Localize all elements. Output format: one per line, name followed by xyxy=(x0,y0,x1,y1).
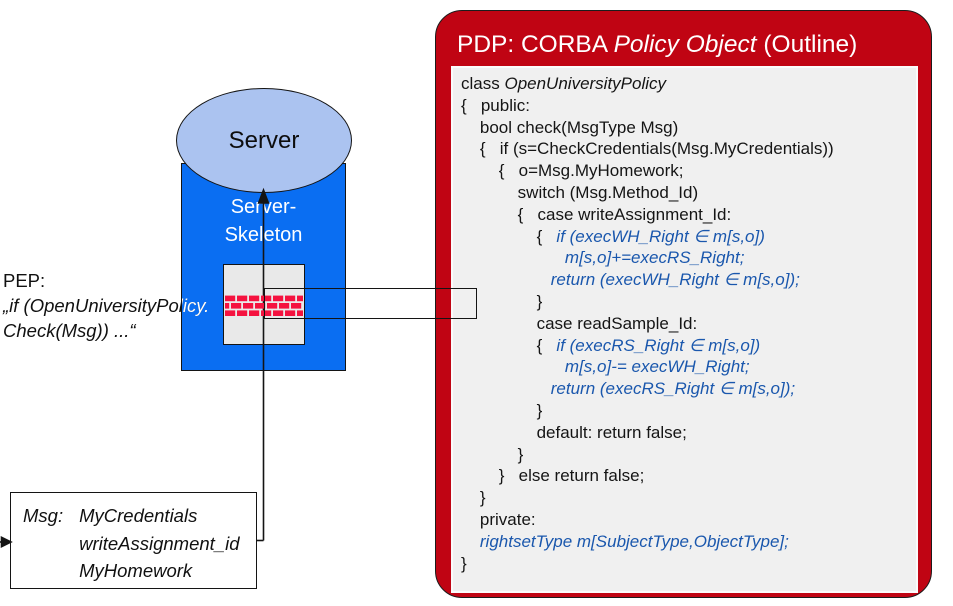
pdp-panel: PDP: CORBA Policy Object (Outline) class… xyxy=(435,10,932,598)
code-segment-policy-logic: return (execRS_Right ∈ m[s,o]); xyxy=(461,379,796,399)
code-segment-policy-logic: if (execWH_Right ∈ m[s,o]) xyxy=(556,226,765,246)
code-segment-policy-logic: if (execRS_Right ∈ m[s,o]) xyxy=(556,335,761,355)
code-line: class OpenUniversityPolicy xyxy=(461,73,916,95)
code-segment: OpenUniversityPolicy xyxy=(504,74,667,93)
code-segment: { public: xyxy=(461,95,530,115)
code-line: } xyxy=(461,553,916,575)
code-line: case readSample_Id: xyxy=(461,313,916,335)
code-segment: } xyxy=(461,553,467,573)
code-segment: { case writeAssignment_Id: xyxy=(461,204,732,224)
code-segment: private: xyxy=(461,509,536,529)
msg-box: Msg: MyCredentials writeAssignment_id My… xyxy=(10,492,257,589)
code-line: default: return false; xyxy=(461,422,916,444)
code-line: { case writeAssignment_Id: xyxy=(461,204,916,226)
msg-box-items: MyCredentials writeAssignment_id MyHomew… xyxy=(79,502,239,585)
code-line: return (execWH_Right ∈ m[s,o]); xyxy=(461,269,916,291)
pdp-title-italic: Policy Object xyxy=(613,31,757,58)
msg-item-homework: MyHomework xyxy=(79,560,193,581)
code-segment: } xyxy=(461,291,543,311)
code-segment: switch (Msg.Method_Id) xyxy=(461,182,699,202)
code-line: } xyxy=(461,291,916,313)
pep-title: PEP: xyxy=(3,270,46,291)
code-line: { if (execWH_Right ∈ m[s,o]) xyxy=(461,226,916,248)
code-segment-policy-logic: rightsetType m[SubjectType,ObjectType]; xyxy=(461,531,789,551)
code-line: bool check(MsgType Msg) xyxy=(461,117,916,139)
code-segment: case readSample_Id: xyxy=(461,313,698,333)
code-segment: default: return false; xyxy=(461,422,687,442)
code-line: m[s,o]+=execRS_Right; xyxy=(461,247,916,269)
code-line: rightsetType m[SubjectType,ObjectType]; xyxy=(461,531,916,553)
code-line: { if (s=CheckCredentials(Msg.MyCredentia… xyxy=(461,138,916,160)
code-line: m[s,o]-= execWH_Right; xyxy=(461,356,916,378)
skeleton-label-line-1: Server- xyxy=(230,196,297,218)
code-line: private: xyxy=(461,509,916,531)
code-segment: } else return false; xyxy=(461,466,645,486)
code-segment-policy-logic: m[s,o]+=execRS_Right; xyxy=(461,248,745,268)
code-line: } xyxy=(461,487,916,509)
code-segment: } xyxy=(461,400,543,420)
pep-annotation: PEP: „if (OpenUniversityPolicy. Check(Ms… xyxy=(3,268,209,343)
pdp-title-prefix: PDP: CORBA xyxy=(457,31,614,58)
code-segment: } xyxy=(461,444,524,464)
code-line: return (execRS_Right ∈ m[s,o]); xyxy=(461,378,916,400)
code-line: } xyxy=(461,400,916,422)
code-segment: bool check(MsgType Msg) xyxy=(461,117,679,137)
pdp-title: PDP: CORBA Policy Object (Outline) xyxy=(457,31,857,59)
server-ellipse: Server xyxy=(176,88,352,193)
pep-line-2: Check(Msg)) ...“ xyxy=(3,320,136,341)
code-segment: { if (s=CheckCredentials(Msg.MyCredentia… xyxy=(461,139,834,159)
server-skeleton-label: Server- Skeleton xyxy=(181,193,346,249)
msg-item-method: writeAssignment_id xyxy=(79,532,240,554)
code-segment: } xyxy=(461,488,486,508)
code-segment: { o=Msg.MyHomework; xyxy=(461,161,684,181)
firewall-brick-icon xyxy=(225,295,303,316)
pdp-title-suffix: (Outline) xyxy=(756,31,858,58)
skeleton-label-line-2: Skeleton xyxy=(224,224,303,246)
code-line: switch (Msg.Method_Id) xyxy=(461,182,916,204)
code-line: { o=Msg.MyHomework; xyxy=(461,160,916,182)
policy-code-box: class OpenUniversityPolicy{ public: bool… xyxy=(451,66,918,593)
interceptor-bar xyxy=(264,288,477,319)
code-line: } xyxy=(461,444,916,466)
code-segment: { xyxy=(461,226,557,246)
server-label: Server xyxy=(228,126,300,154)
code-segment-policy-logic: return (execWH_Right ∈ m[s,o]); xyxy=(461,270,800,290)
code-segment: { xyxy=(461,335,557,355)
code-line: } else return false; xyxy=(461,465,916,487)
pep-line-1: „if (OpenUniversityPolicy. xyxy=(3,295,210,316)
code-line: { if (execRS_Right ∈ m[s,o]) xyxy=(461,335,916,357)
code-segment-policy-logic: m[s,o]-= execWH_Right; xyxy=(461,357,750,377)
msg-item-credentials: MyCredentials xyxy=(79,505,198,526)
code-segment: class xyxy=(461,74,505,93)
pep-line-1-overlap: „if (OpenUniversityPolicy. xyxy=(3,295,210,316)
msg-box-label: Msg: xyxy=(23,505,64,526)
code-line: { public: xyxy=(461,95,916,117)
